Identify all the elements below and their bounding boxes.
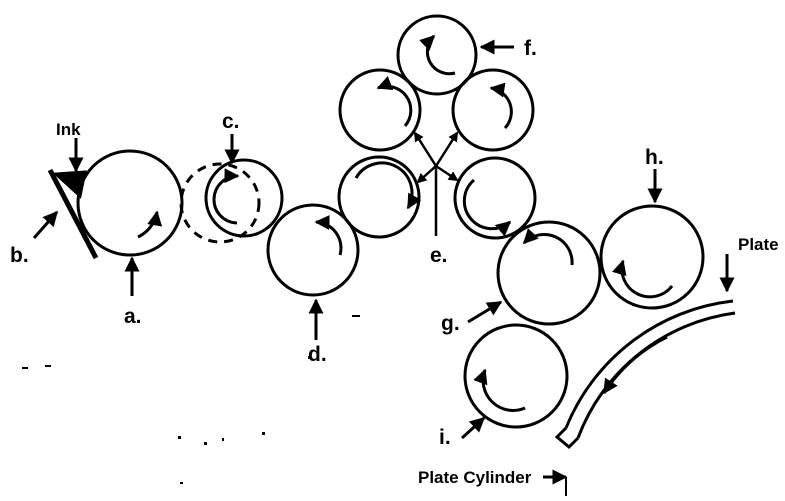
label-c: c.	[222, 110, 240, 133]
label-i: i.	[439, 426, 451, 449]
plate-rotation-arrow	[602, 335, 668, 395]
label-d: d.	[308, 343, 327, 366]
label-f: f.	[524, 37, 537, 60]
plate-cylinder-notch	[554, 426, 580, 450]
rotation-arrow-e-right-upper	[489, 82, 513, 130]
roller-a	[76, 149, 184, 257]
label-a: a.	[124, 305, 142, 328]
rotation-arrow-c	[212, 168, 240, 225]
plate-cylinder-outer	[564, 299, 734, 429]
scan-speckles	[22, 315, 360, 484]
roller-e-left-lower	[337, 155, 421, 239]
rotation-arrow-h	[612, 259, 674, 299]
pointer-b	[32, 210, 59, 239]
rotation-arrow-e-left-upper	[376, 76, 413, 127]
roller-e-right-lower	[453, 156, 537, 240]
label-g: g.	[441, 312, 460, 335]
label-b: b.	[10, 244, 29, 267]
roller-c	[204, 158, 284, 238]
rotation-arrow-a	[137, 210, 163, 239]
label-ink: Ink	[56, 120, 81, 139]
rotation-arrow-f	[419, 34, 456, 76]
rotation-arrow-e-right-lower	[462, 178, 512, 237]
roller-f	[396, 14, 478, 96]
roller-i	[463, 323, 569, 429]
rotation-arrow-g	[522, 228, 574, 266]
rotation-arrow-d	[314, 215, 343, 256]
ink-fountain-blade	[47, 168, 99, 260]
roller-e-right-upper	[451, 68, 535, 152]
pointer-e	[413, 131, 459, 236]
label-h: h.	[645, 146, 664, 169]
roller-h	[599, 204, 705, 310]
roller-c-alt-position	[179, 162, 261, 244]
pointer-i	[460, 416, 486, 440]
plate-cylinder-inner	[576, 311, 736, 439]
rotation-arrow-i	[473, 368, 526, 412]
roller-g	[496, 220, 602, 326]
rotation-arrow-e-left-lower	[354, 161, 422, 210]
label-plate-cylinder: Plate Cylinder	[418, 468, 532, 487]
label-plate: Plate	[738, 235, 779, 254]
label-e: e.	[430, 244, 448, 267]
pointer-g	[467, 300, 503, 324]
roller-e-left-upper	[338, 68, 422, 152]
roller-d	[266, 203, 360, 297]
